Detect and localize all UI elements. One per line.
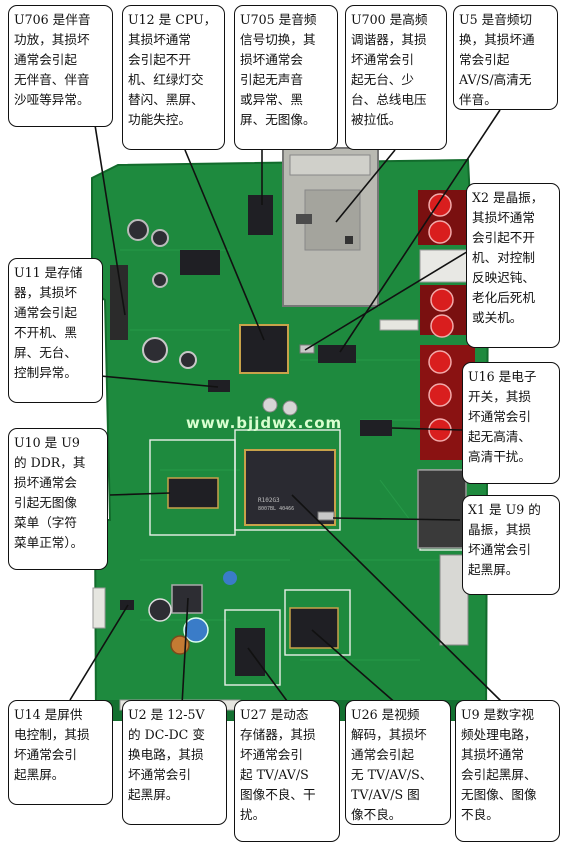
- leader-u706: [94, 124, 126, 316]
- callout-x1: X1 是 U9 的 晶振，其损 坏通常会引 起黑屏。: [462, 495, 560, 595]
- leader-u5: [339, 109, 501, 353]
- callout-u27: U27 是动态 存储器，其损 坏通常会引 起 TV/AV/S 图像不良、干 扰。: [234, 700, 340, 842]
- leader-u10: [109, 492, 171, 496]
- chip-u26: [289, 607, 339, 649]
- callout-u5: U5 是音频切 换，其损坏通 常会引起 AV/S/高清无 伴音。: [453, 5, 558, 110]
- callout-u11: U11 是存储 器，其损坏 通常会引起 不开机、黑 屏、无台、 控制异常。: [8, 258, 103, 403]
- rca-jack-red-4: [430, 314, 454, 338]
- callout-u12: U12 是 CPU， 其损坏通常 会引起不开 机、红绿灯交 替闪、黑屏、 功能失…: [122, 5, 225, 150]
- capacitor-u2-left: [148, 598, 172, 622]
- capacitor-u9-blue: [223, 571, 237, 585]
- leader-u14: [69, 604, 129, 701]
- leader-u9: [291, 494, 506, 706]
- watermark: www.bjjdwx.com: [186, 414, 343, 432]
- capacitor-top-1: [127, 219, 149, 241]
- chip-u14: [120, 600, 134, 610]
- callout-u10: U10 是 U9 的 DDR，其 损坏通常会 引起无图像 菜单（字符 菜单正常）…: [8, 428, 108, 570]
- chip-u9-mark-2: 8007BL 40466: [258, 506, 294, 512]
- chip-u16: [360, 420, 392, 436]
- leader-x1: [332, 517, 461, 521]
- capacitor-center-1: [262, 397, 278, 413]
- pin-header-ribbon: [379, 319, 419, 331]
- leader-lines: [69, 109, 506, 706]
- callout-u14: U14 是屏供 电控制，其损 坏通常会引 起黑屏。: [8, 700, 113, 805]
- chip-u10: [167, 477, 219, 509]
- rca-jack-red-5: [428, 350, 452, 374]
- leader-x2: [304, 249, 471, 351]
- capacitor-mid-1: [142, 337, 168, 363]
- tuner-top-detail: [289, 154, 371, 176]
- dvi-connector: [439, 554, 469, 646]
- leader-u11: [89, 374, 219, 388]
- chip-u12: [239, 324, 289, 374]
- vga-connector: [417, 469, 467, 549]
- tuner-pin: [345, 236, 353, 244]
- callout-x2: X2 是晶振， 其损坏通常 会引起不开 机、对控制 反映迟钝、 老化后死机 或关…: [466, 183, 560, 348]
- leader-u26: [311, 629, 399, 706]
- crystal-x1: [317, 511, 335, 521]
- rca-jack-red-3: [430, 288, 454, 312]
- rca-jack-red-2: [428, 220, 452, 244]
- capacitor-u2-blue: [183, 617, 209, 643]
- chip-u9-mark-1: R102G3: [258, 497, 280, 504]
- leader-u700: [335, 149, 396, 223]
- pin-header-left: [92, 587, 106, 629]
- chip-u705: [248, 195, 273, 235]
- callout-u26: U26 是视频 解码，其损坏 通常会引起 无 TV/AV/S、 TV/AV/S …: [345, 700, 451, 825]
- capacitor-top-3: [152, 272, 168, 288]
- leader-u2: [181, 597, 189, 706]
- callout-u9: U9 是数字视 频处理电路， 其损坏通常 会引起黑屏、 无图像、图像 不良。: [455, 700, 560, 842]
- heatsink-left: [110, 265, 128, 340]
- leader-u27: [247, 647, 291, 706]
- chip-u11: [208, 380, 230, 392]
- leader-u16: [391, 427, 463, 431]
- capacitor-center-2: [282, 400, 298, 416]
- callout-u16: U16 是电子 开关，其损 坏通常会引 起无高清、 高清干扰。: [462, 362, 560, 484]
- rca-jack-red-6: [428, 383, 452, 407]
- capacitor-mid-2: [179, 351, 197, 369]
- chip-u706: [180, 250, 220, 275]
- callout-u705: U705 是音频 信号切换，其 损坏通常会 引起无声音 或异常、黑 屏、无图像。: [234, 5, 338, 150]
- chip-u5: [318, 345, 356, 363]
- leader-u12: [184, 149, 265, 341]
- capacitor-top-2: [151, 229, 169, 247]
- tuner-label: [296, 214, 312, 224]
- callout-u706: U706 是伴音 功放，其损坏 通常会引起 无伴音、伴音 沙哑等异常。: [8, 5, 113, 127]
- callout-u700: U700 是高频 调谐器，其损 坏通常会引 起无台、少 台、总线电压 被拉低。: [345, 5, 447, 150]
- callout-u2: U2 是 12-5V 的 DC-DC 变 换电路，其损 坏通常会引 起黑屏。: [122, 700, 227, 825]
